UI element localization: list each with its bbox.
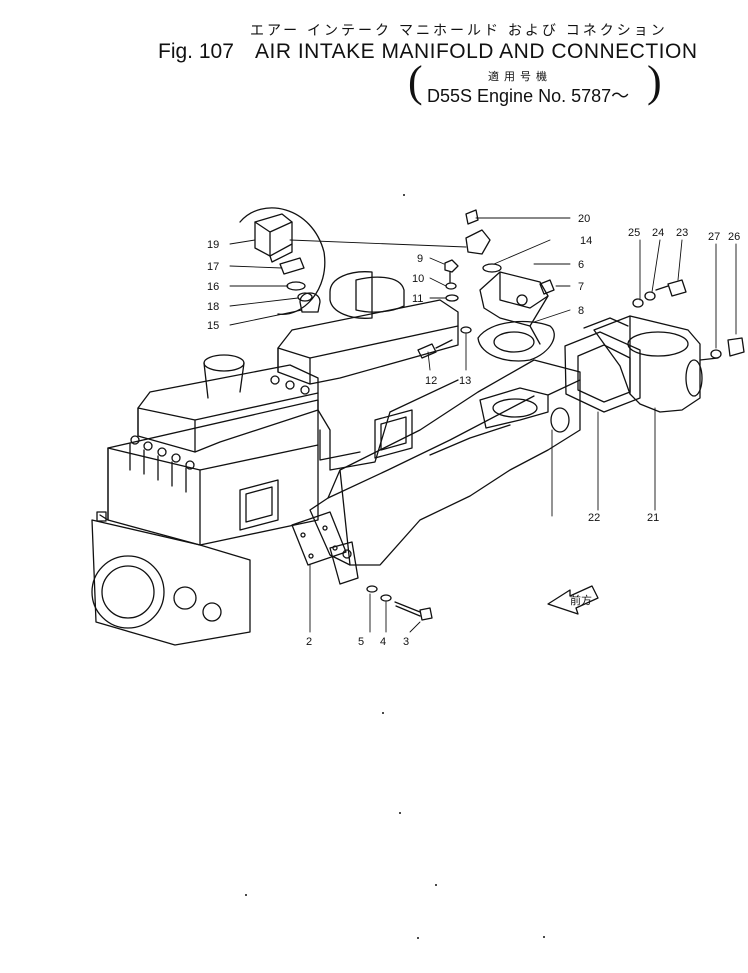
part-label-15: 15 (207, 320, 219, 332)
figure-number: Fig. 107 (158, 40, 234, 63)
part-label-17: 17 (207, 261, 219, 273)
applicability-label-jp: 適用号機 (488, 71, 552, 83)
part-label-24: 24 (652, 227, 664, 239)
part-label-6: 6 (578, 259, 584, 271)
head-side-cover (374, 409, 413, 459)
rocker-cover-front (270, 271, 459, 471)
part-label-4: 4 (380, 636, 386, 648)
group-bracket (239, 207, 326, 315)
print-specks (245, 194, 545, 939)
connection-elbow-part-21 (593, 315, 719, 413)
gasket-part-2 (291, 511, 347, 566)
part-label-19: 19 (207, 239, 219, 251)
diagram-title: AIR INTAKE MANIFOLD AND CONNECTION (255, 40, 698, 63)
part-label-5: 5 (358, 636, 364, 648)
japanese-title: エアー インテーク マニホールド および コネクション (250, 22, 668, 38)
rocker-cover-rear (129, 354, 319, 493)
part-label-12: 12 (425, 375, 437, 387)
part-label-9: 9 (417, 253, 423, 265)
part-label-27: 27 (708, 231, 720, 243)
part-label-2: 2 (306, 636, 312, 648)
flange-part-22 (564, 331, 641, 413)
applicability-bracket-left: ( (408, 57, 423, 106)
engine-block (91, 399, 319, 646)
part-label-7: 7 (578, 281, 584, 293)
intake-manifold (309, 359, 581, 585)
part-label-25: 25 (628, 227, 640, 239)
front-direction-label: 前方 (570, 593, 592, 607)
part-label-8: 8 (578, 305, 584, 317)
leader-lines (229, 217, 737, 633)
applicability-label: D55S Engine No. 5787～ (427, 86, 630, 106)
part-label-26: 26 (728, 231, 740, 243)
fastener-parts (254, 209, 745, 621)
part-label-23: 23 (676, 227, 688, 239)
part-label-22: 22 (588, 512, 600, 524)
part-label-13: 13 (459, 375, 471, 387)
part-label-20: 20 (578, 213, 590, 225)
front-direction-arrow: 前方 (547, 585, 599, 615)
applicability-bracket-right: ) (647, 57, 662, 106)
part-label-3: 3 (403, 636, 409, 648)
elbow-part-6 (479, 271, 549, 345)
part-label-10: 10 (412, 273, 424, 285)
part-label-16: 16 (207, 281, 219, 293)
part-label-18: 18 (207, 301, 219, 313)
part-number-labels: 19 17 16 18 15 20 14 9 10 11 6 7 8 12 13… (207, 213, 740, 648)
part-label-21: 21 (647, 512, 659, 524)
part-label-14: 14 (580, 235, 592, 247)
part-label-11: 11 (412, 293, 423, 305)
gasket-part-8 (477, 320, 555, 362)
